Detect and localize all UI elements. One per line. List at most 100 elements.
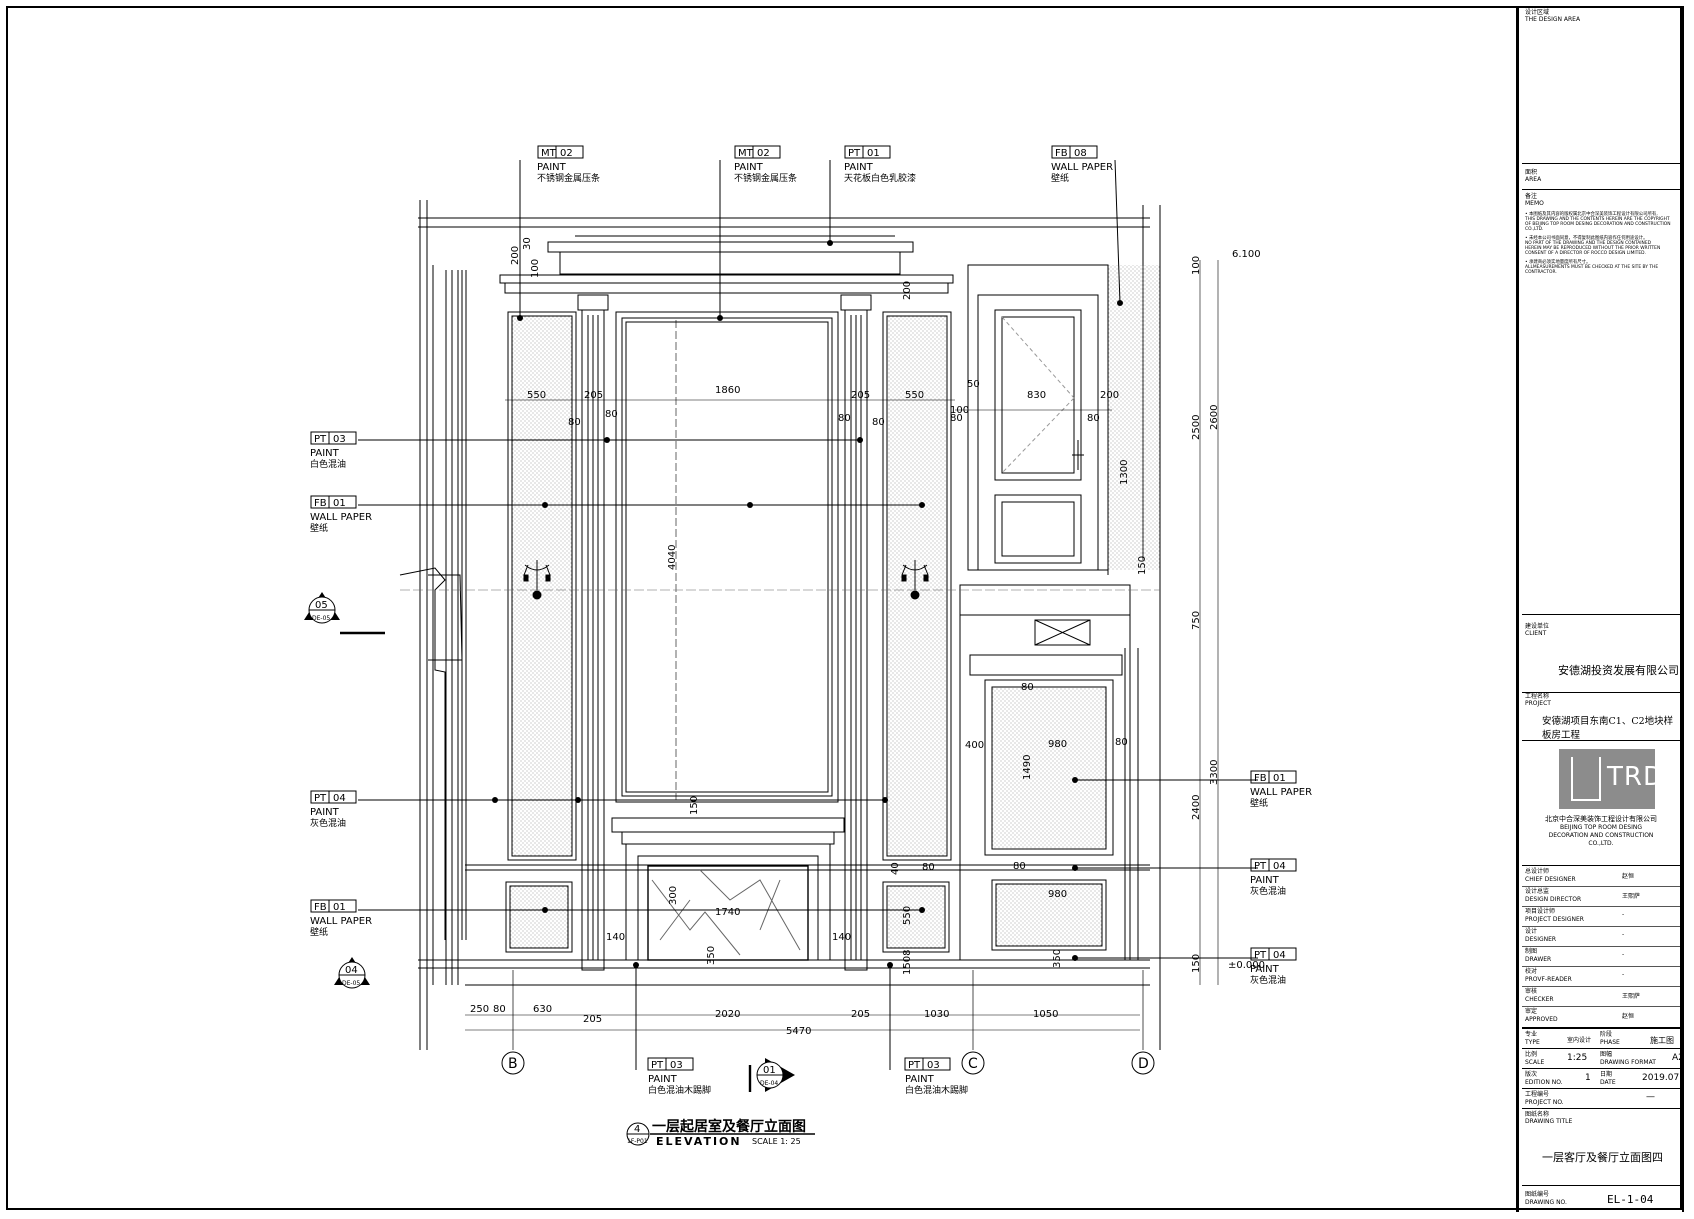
dim-text: 2020 — [715, 1009, 740, 1020]
right-sconce-icon — [901, 560, 929, 600]
title-en: ELEVATION — [656, 1135, 742, 1148]
tag-number: 04 — [333, 793, 346, 804]
format-value: A2 — [1672, 1053, 1684, 1063]
tag-code: PT — [848, 148, 861, 159]
dim-text: 40 — [890, 862, 901, 875]
tag-description: 白色混油 — [310, 458, 346, 470]
grid-label-b: B — [508, 1056, 518, 1072]
tag-fb01-upper: FB 01 WALL PAPER 壁纸 — [310, 495, 372, 534]
section-ref: DE-05 — [342, 980, 360, 987]
dim-text: 1030 — [924, 1009, 949, 1020]
role-value: - — [1622, 911, 1625, 918]
tag-number: 02 — [757, 148, 770, 159]
dim-text: 80 — [1013, 861, 1026, 872]
tag-code: FB — [314, 498, 327, 509]
dim-text: 350 — [1052, 949, 1063, 968]
level-mark: 6.100 — [1232, 249, 1261, 260]
memo-line: • 承建商必须实地量度所有尺寸。 — [1525, 260, 1591, 265]
edition-label-cn: 版次 — [1525, 1071, 1538, 1078]
section-ref: DE-05 — [312, 615, 330, 622]
logo-text: TRD — [1607, 762, 1664, 792]
project-number-row: 工程编号 PROJECT NO. — — [1522, 1089, 1680, 1109]
tag-number: 04 — [1273, 950, 1286, 961]
role-value: - — [1622, 931, 1625, 938]
role-label-cn: 审定 — [1525, 1008, 1538, 1015]
phase-value: 施工图 — [1650, 1036, 1674, 1045]
tag-material: PAINT — [648, 1074, 678, 1085]
memo-line: CONSENT OF A DIRECTOR OF ROCCO DESIGN LI… — [1525, 251, 1646, 256]
type-value: 室内设计 — [1567, 1037, 1592, 1044]
tag-mt02-left: MT 02 PAINT 不锈钢金属压条 — [537, 145, 600, 184]
dim-text: 1490 — [1022, 755, 1033, 780]
dim-text: 350 — [706, 946, 717, 965]
tag-description: 壁纸 — [310, 926, 328, 938]
format-label-cn: 图幅 — [1600, 1051, 1613, 1058]
tag-pt04-right-upper: PT 04 PAINT 灰色混油 — [1250, 858, 1297, 897]
dim-text: 140 — [832, 932, 851, 943]
dim-text: 205 — [583, 1014, 602, 1025]
grid-label-c: C — [968, 1056, 978, 1072]
dim-text: 3300 — [1209, 760, 1220, 785]
tag-number: 03 — [927, 1060, 940, 1071]
role-label-en: CHECKER — [1525, 996, 1554, 1003]
tag-pt03-left: PT 03 PAINT 白色混油 — [310, 431, 357, 470]
tag-fb01-lower: FB 01 WALL PAPER 壁纸 — [310, 899, 372, 938]
role-label-cn: 设计总监 — [1525, 888, 1550, 895]
tag-number: 08 — [1074, 148, 1087, 159]
leader-dots — [492, 240, 1123, 968]
title-scale: SCALE 1: 25 — [752, 1137, 801, 1146]
role-label-cn: 制图 — [1525, 948, 1538, 955]
section-number: 01 — [763, 1065, 776, 1076]
role-label-en: APPROVED — [1525, 1016, 1558, 1023]
role-label-cn: 设计 — [1525, 928, 1538, 935]
grid-label-d: D — [1138, 1056, 1149, 1072]
tag-material: PAINT — [1250, 875, 1280, 886]
tag-number: 01 — [1273, 773, 1286, 784]
tag-number: 03 — [670, 1060, 683, 1071]
role-label-en: CHIEF DESIGNER — [1525, 876, 1576, 883]
role-label-en: DESIGN DIRECTOR — [1525, 896, 1582, 903]
tag-code: PT — [314, 434, 327, 445]
phase-label-en: PHASE — [1600, 1039, 1620, 1046]
grid-bubbles: B C D — [501, 1051, 1155, 1075]
dim-text: 150 — [689, 796, 700, 815]
dim-text: 30 — [522, 237, 533, 250]
dim-text: 2600 — [1209, 405, 1220, 430]
design-area-label-en: THE DESIGN AREA — [1525, 16, 1581, 23]
tag-code: PT — [1254, 950, 1267, 961]
tag-number: 02 — [560, 148, 573, 159]
memo-line: • 未经本公司书面同意，不得复制此图纸内容作任何用途设计。 — [1525, 236, 1648, 241]
logo-mark-icon — [1571, 757, 1601, 801]
drawing-title-value: 一层客厅及餐厅立面图四 — [1542, 1151, 1663, 1164]
dim-text: 150 — [1137, 556, 1148, 575]
tag-code: PT — [908, 1060, 921, 1071]
dim-text: 550 — [527, 390, 546, 401]
memo-line: CONTRACTOR. — [1525, 270, 1557, 275]
tag-material: WALL PAPER — [1051, 162, 1113, 173]
role-value: 赵恒 — [1622, 1013, 1635, 1020]
memo-cell: 备注 MEMO • 本图纸及其内容的版权属北京中合深美装饰工程设计有限公司所有,… — [1522, 190, 1680, 615]
type-label-en: TYPE — [1525, 1039, 1540, 1046]
role-value: 王熙萨 — [1622, 893, 1641, 900]
dim-text: 200 — [1100, 390, 1119, 401]
tag-code: FB — [314, 902, 327, 913]
title-block: 设计区域 THE DESIGN AREA 面积 AREA 备注 MEMO • 本… — [1516, 6, 1684, 1212]
section-marker-04: 04 DE-05 — [334, 957, 370, 989]
tag-material: PAINT — [1250, 964, 1280, 975]
scale-format-row: 比例 SCALE 1:25 图幅 DRAWING FORMAT A2 — [1522, 1049, 1684, 1069]
dim-text: 250 — [470, 1004, 489, 1015]
date-label-cn: 日期 — [1600, 1071, 1613, 1078]
role-label-cn: 审核 — [1525, 988, 1538, 995]
tag-material: PAINT — [844, 162, 874, 173]
tag-number: 01 — [333, 498, 346, 509]
client-label-en: CLIENT — [1525, 630, 1547, 637]
tag-code: PT — [651, 1060, 664, 1071]
dim-text: 100 — [530, 259, 541, 278]
dim-text: 5470 — [786, 1026, 811, 1037]
project-number-value: — — [1646, 1092, 1655, 1102]
edition-value: 1 — [1585, 1073, 1591, 1083]
